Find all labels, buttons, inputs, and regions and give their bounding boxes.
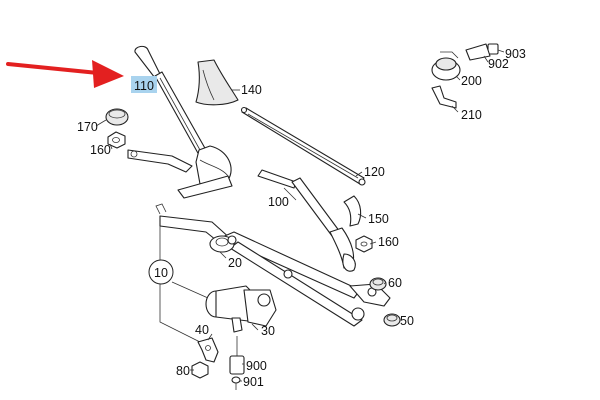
callout-60[interactable]: 60 bbox=[388, 276, 402, 290]
part-110-wiper-arm[interactable] bbox=[134, 45, 233, 199]
part-170-cap[interactable] bbox=[105, 108, 129, 126]
callout-40[interactable]: 40 bbox=[195, 323, 209, 337]
part-60-grommet[interactable] bbox=[369, 277, 387, 291]
part-100-wiper-arm[interactable] bbox=[257, 169, 356, 272]
callout-900[interactable]: 900 bbox=[246, 359, 267, 373]
callout-80[interactable]: 80 bbox=[176, 364, 190, 378]
callout-20[interactable]: 20 bbox=[228, 256, 242, 270]
part-150-cap[interactable] bbox=[343, 195, 362, 227]
pointer-arrow bbox=[6, 60, 124, 88]
callout-210[interactable]: 210 bbox=[461, 108, 482, 122]
assembly-10-bracket-lines bbox=[159, 226, 209, 343]
callout-30[interactable]: 30 bbox=[261, 324, 275, 338]
callout-901[interactable]: 901 bbox=[243, 375, 264, 389]
part-900-connector[interactable] bbox=[229, 336, 245, 375]
part-210-hose[interactable] bbox=[431, 85, 457, 109]
part-120-wiper-blade[interactable] bbox=[240, 106, 366, 186]
callout-50[interactable]: 50 bbox=[400, 314, 414, 328]
part-903-clip[interactable] bbox=[487, 43, 499, 55]
callout-200[interactable]: 200 bbox=[461, 74, 482, 88]
part-160-nut-left[interactable] bbox=[107, 131, 126, 149]
callout-100[interactable]: 100 bbox=[268, 195, 289, 209]
part-140-arm-cover[interactable] bbox=[195, 59, 239, 106]
part-901-screw[interactable] bbox=[231, 376, 241, 390]
part-902-nozzle[interactable] bbox=[465, 43, 491, 61]
part-200-pump[interactable] bbox=[431, 51, 461, 81]
callout-150[interactable]: 150 bbox=[368, 212, 389, 226]
leader-lines bbox=[95, 49, 505, 382]
callout-160-left[interactable]: 160 bbox=[90, 143, 111, 157]
callout-120[interactable]: 120 bbox=[364, 165, 385, 179]
callout-110[interactable]: 110 bbox=[134, 79, 154, 93]
part-30-wiper-motor[interactable] bbox=[205, 285, 277, 333]
arm-pivot-bracket bbox=[127, 149, 193, 173]
callout-902[interactable]: 902 bbox=[488, 57, 509, 71]
callout-140[interactable]: 140 bbox=[241, 83, 262, 97]
callout-10-circle bbox=[148, 259, 174, 285]
part-160-nut-right[interactable] bbox=[355, 235, 373, 253]
callout-160-right[interactable]: 160 bbox=[378, 235, 399, 249]
part-40-bracket[interactable] bbox=[197, 337, 219, 363]
callout-903[interactable]: 903 bbox=[505, 47, 526, 61]
part-20-wiper-linkage[interactable] bbox=[155, 203, 391, 327]
callout-10[interactable]: 10 bbox=[154, 266, 168, 280]
callout-170[interactable]: 170 bbox=[77, 120, 98, 134]
callout-110-highlight bbox=[131, 76, 157, 93]
part-50-grommet[interactable] bbox=[383, 313, 401, 327]
part-80-nut[interactable] bbox=[191, 361, 209, 379]
